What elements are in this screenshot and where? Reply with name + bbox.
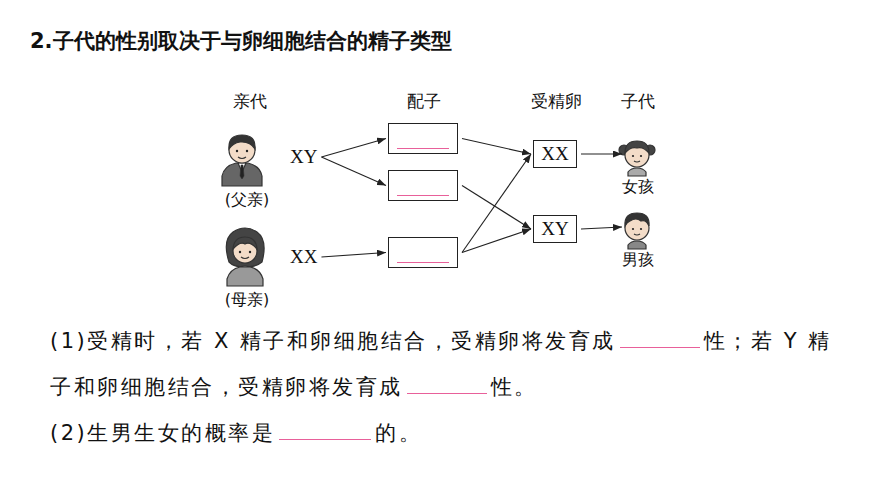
column-header: 配子 (407, 90, 441, 113)
arrow-connector (321, 253, 386, 258)
arrow-connector (462, 229, 531, 253)
column-header: 子代 (621, 90, 655, 113)
answer-blank (407, 373, 487, 394)
parent-group: (母亲) XX (215, 228, 327, 314)
question-text: (1)受精时，若 X 精子和卵细胞结合，受精卵将发育成性；若 Y 精子和卵细胞结… (50, 318, 835, 456)
genotype-text: XX (541, 143, 568, 165)
question-part: (2)生男生女的概率是 (50, 421, 275, 445)
child-group: 女孩 (615, 133, 661, 197)
arrow-connector (462, 186, 531, 230)
arrow-connector (462, 154, 531, 253)
answer-blank (279, 419, 371, 440)
gamete-box (388, 237, 458, 268)
column-header: 亲代 (233, 90, 267, 113)
arrow-connector (462, 139, 531, 155)
arrow-connector (581, 153, 622, 154)
zygote-box: XX (533, 140, 577, 168)
mother-figure (226, 228, 264, 286)
question-part: (1)受精时，若 X 精子和卵细胞结合，受精卵将发育成 (50, 329, 616, 353)
girl-figure (619, 141, 655, 176)
answer-blank (397, 262, 449, 263)
boy-figure (625, 213, 649, 249)
parent-caption: (母亲) (215, 290, 279, 311)
arrow-connector (321, 139, 386, 158)
answer-blank (397, 148, 449, 149)
genotype-text: XX (290, 246, 317, 268)
gamete-box (388, 123, 458, 154)
title: 2.子代的性别取决于与卵细胞结合的精子类型 (30, 27, 452, 55)
question-part: 性。 (491, 375, 538, 399)
parent-caption: (父亲) (215, 190, 279, 211)
gamete-box (388, 170, 458, 201)
child-group: 男孩 (615, 206, 661, 270)
genotype-text: XY (541, 218, 568, 240)
genotype-text: XY (290, 146, 317, 168)
column-header: 受精卵 (531, 90, 582, 113)
arrow-connector (581, 227, 622, 229)
child-caption: 女孩 (615, 177, 661, 198)
arrow-connector (321, 157, 386, 186)
child-caption: 男孩 (615, 250, 661, 271)
question-part: 的。 (375, 421, 422, 445)
answer-blank (620, 327, 700, 348)
answer-blank (397, 195, 449, 196)
zygote-box: XY (533, 215, 577, 243)
parent-group: (父亲) XY (215, 128, 327, 214)
father-figure (222, 135, 262, 186)
